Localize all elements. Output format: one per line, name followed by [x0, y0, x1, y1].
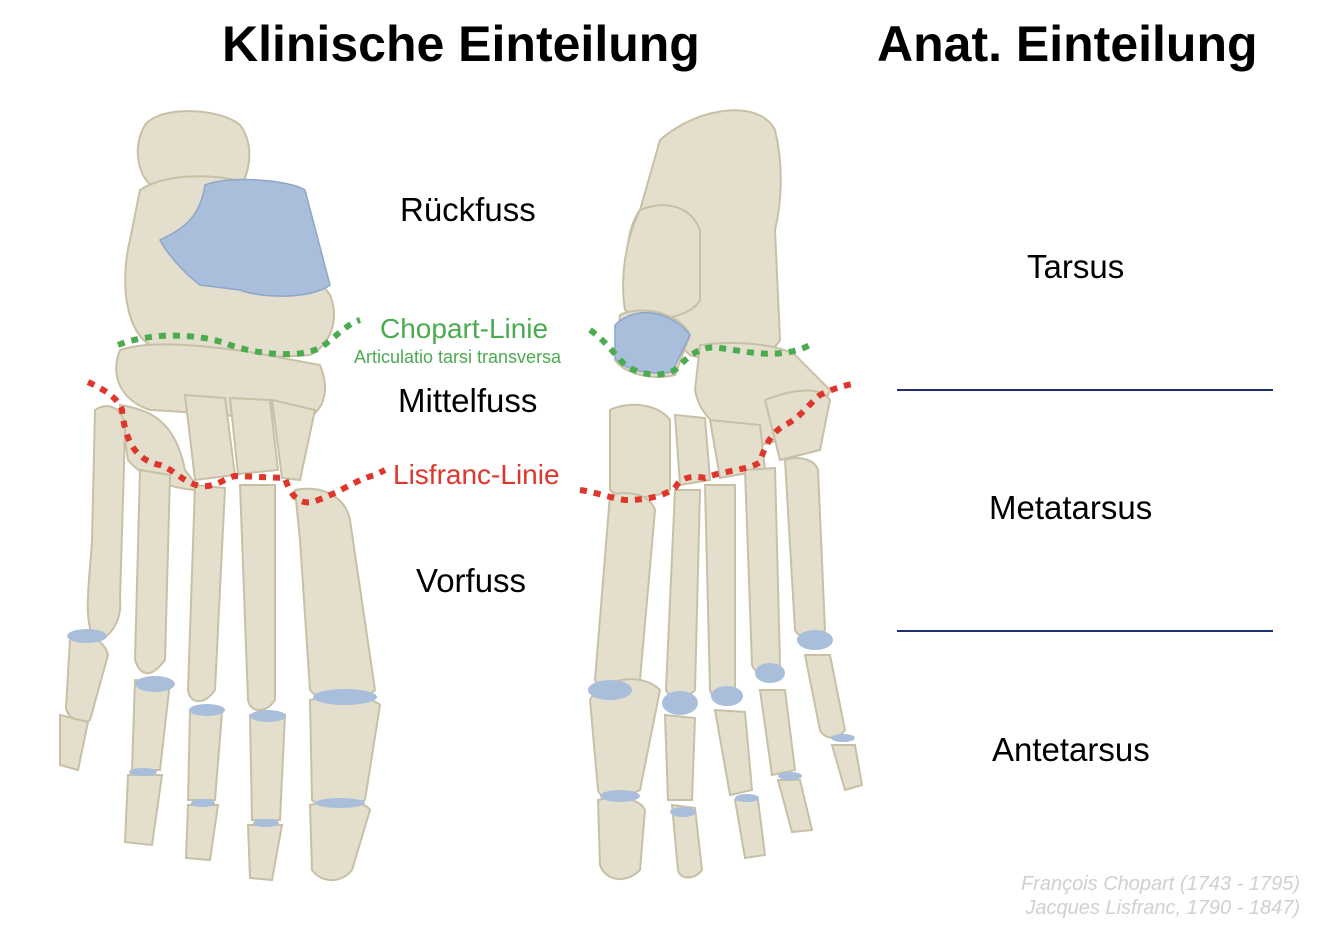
left-foot-skeleton — [59, 110, 382, 882]
chopart-line-sublabel: Articulatio tarsi transversa — [354, 347, 562, 367]
left-talus-cartilage — [158, 178, 331, 297]
chopart-line-left — [116, 317, 362, 358]
region-midfoot-label: Mittelfuss — [398, 382, 538, 419]
region-forefoot-label: Vorfuss — [416, 562, 527, 599]
region-metatarsus-label: Metatarsus — [989, 489, 1153, 526]
clinical-title: Klinische Einteilung — [222, 16, 700, 72]
region-antetarsus-label: Antetarsus — [992, 731, 1150, 768]
credits: François Chopart (1743 - 1795) Jacques L… — [960, 872, 1300, 920]
credit-chopart: François Chopart (1743 - 1795) — [1020, 873, 1300, 895]
right-joint-cartilage — [588, 630, 855, 817]
right-foot-skeleton — [588, 109, 864, 880]
lisfranc-line — [86, 379, 853, 506]
lisfranc-line-left — [86, 379, 387, 506]
chopart-line — [116, 317, 812, 378]
right-navicular-cartilage — [614, 311, 691, 374]
credit-lisfranc: Jacques Lisfranc, 1790 - 1847) — [1025, 897, 1300, 919]
region-hindfoot-label: Rückfuss — [400, 191, 536, 228]
region-tarsus-label: Tarsus — [1027, 248, 1125, 285]
left-joint-cartilage — [67, 629, 377, 827]
lisfranc-line-label: Lisfranc-Linie — [393, 459, 560, 490]
chopart-line-right — [588, 327, 812, 378]
anatomical-title: Anat. Einteilung — [877, 16, 1258, 72]
chopart-line-label: Chopart-Linie — [380, 313, 549, 344]
